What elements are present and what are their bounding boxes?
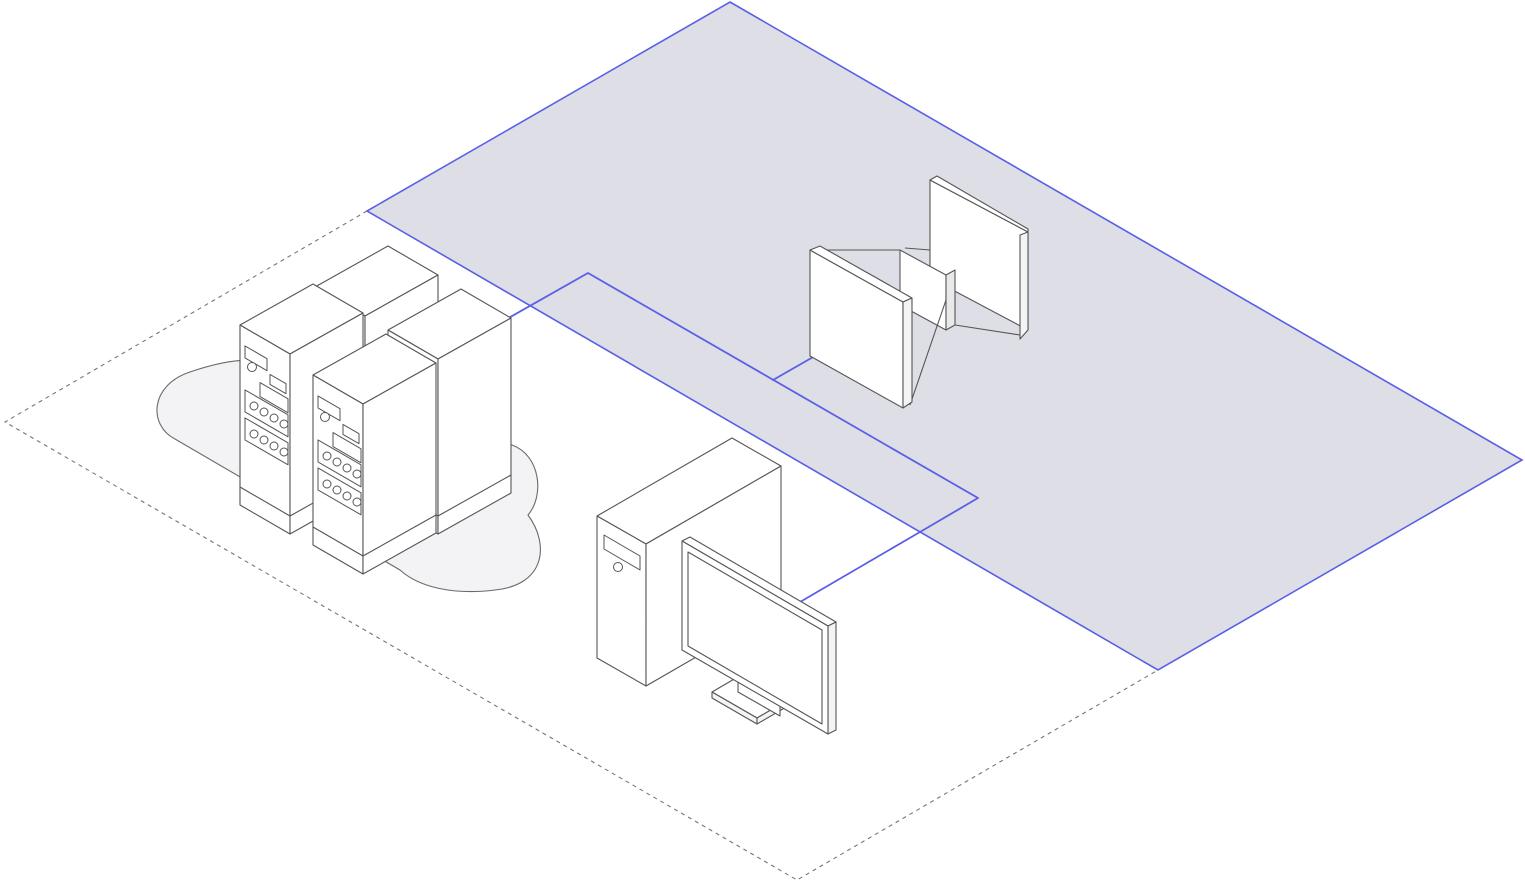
rack-base-line-side-front xyxy=(362,514,437,557)
rack-led-front-0-0 xyxy=(322,451,332,461)
rack-base-line-front xyxy=(312,526,364,557)
gate-center-side xyxy=(945,269,956,331)
rack-led-left-1-2 xyxy=(269,441,279,451)
rack-led-front-0-1 xyxy=(332,457,342,467)
rack-led-front-1-3 xyxy=(352,497,362,507)
security-gate xyxy=(809,175,1029,409)
rack-led-front-0-3 xyxy=(352,469,362,479)
rack-led-left-0-2 xyxy=(269,413,279,423)
rack-side-right xyxy=(437,317,512,535)
rack-led-front-0-2 xyxy=(342,463,352,473)
rack-led-left-0-3 xyxy=(279,419,289,429)
rack-panel-c-left xyxy=(259,382,289,414)
rack-panel-a-left xyxy=(244,345,268,372)
rack-led-front-1-1 xyxy=(332,485,342,495)
rack-knob-front xyxy=(320,412,330,422)
rack-base-line-left xyxy=(239,486,291,517)
gate-inner-line-3 xyxy=(954,324,1021,336)
tower-drive-bay xyxy=(603,534,641,571)
rack-side-front xyxy=(362,362,437,575)
rack-panel-c-front xyxy=(332,432,362,464)
server-to-zone-link xyxy=(504,272,979,603)
rack-led-left-1-3 xyxy=(279,447,289,457)
gate-front-panel-edge xyxy=(902,297,913,409)
monitor-bezel-side xyxy=(827,621,837,735)
gate-rear-panel-top xyxy=(929,175,1029,233)
rack-panel-b-front xyxy=(342,423,360,445)
rack-panel-a-front xyxy=(317,395,341,422)
monitor xyxy=(681,536,837,735)
rack-led-front-1-0 xyxy=(322,479,332,489)
rack-knob-left xyxy=(247,362,257,372)
rack-panel-b-left xyxy=(269,373,287,395)
rack-led-left-0-1 xyxy=(259,407,269,417)
server-rack-front xyxy=(312,333,437,575)
shaded-zone xyxy=(365,1,1524,671)
gate-inner-line-2 xyxy=(904,247,931,251)
server-cluster xyxy=(239,245,512,575)
monitor-screen xyxy=(687,551,823,725)
rack-led-left-1-0 xyxy=(249,429,259,439)
rack-led-left-1-1 xyxy=(259,435,269,445)
gate-rear-panel-edge xyxy=(1019,231,1029,340)
rack-led-front-1-2 xyxy=(342,491,352,501)
rack-base-line-side-right xyxy=(437,474,512,517)
rack-led-left-0-0 xyxy=(249,401,259,411)
tower-power-button xyxy=(613,562,623,572)
gate-inner-line-4 xyxy=(909,299,947,406)
